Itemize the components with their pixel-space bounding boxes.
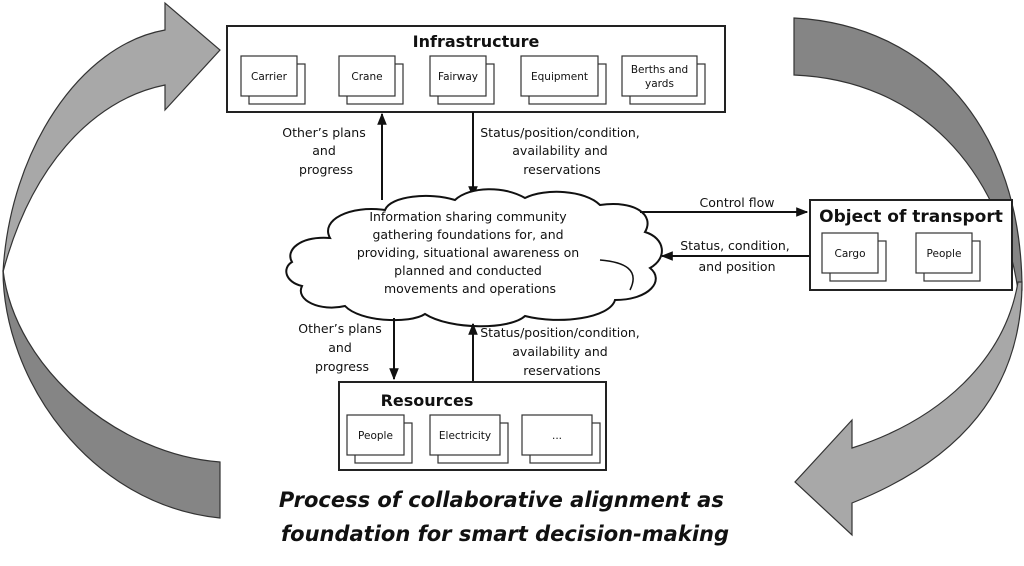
infrastructure-item-carrier: Carrier: [240, 55, 306, 105]
cloud-text: Information sharing community gathering …: [357, 209, 583, 296]
object-item-people: People: [915, 232, 981, 282]
caption: Process of collaborative alignment as fo…: [279, 488, 731, 546]
resource-item-electricity: Electricity: [429, 414, 509, 464]
resource-item-people: People: [346, 414, 413, 464]
label-others-plans-lower: Other’s plans and progress: [298, 321, 385, 374]
infrastructure-item-fairway: Fairway: [429, 55, 495, 105]
resources-box: Resources People Electricity...: [338, 381, 607, 471]
left-cycle-arrow-upper-head: [2, 1, 221, 273]
label-others-plans-upper: Other’s plans and progress: [282, 125, 369, 177]
infrastructure-item-equipment-label: Equipment: [531, 71, 588, 83]
infrastructure-item-crane-label: Crane: [351, 71, 382, 83]
object-item-people-label: People: [927, 248, 962, 260]
left-cycle-arrow: [2, 1, 221, 519]
resource-item-more: ...: [521, 414, 601, 464]
object-item-cargo-label: Cargo: [835, 248, 866, 260]
infrastructure-item-carrier-label: Carrier: [251, 71, 288, 83]
resource-item-people-label: People: [358, 430, 393, 442]
resources-title: Resources: [381, 391, 474, 410]
object-of-transport-box: Object of transport Cargo People: [809, 199, 1013, 291]
infrastructure-box: Infrastructure Carrier Crane Fairway Equipm…: [226, 25, 726, 113]
information-sharing-cloud: Information sharing community gathering …: [285, 188, 663, 328]
resource-item-more-label: ...: [552, 430, 562, 442]
label-status-condition: Status, condition, and position: [680, 238, 794, 274]
infrastructure-item-equipment: Equipment: [520, 55, 607, 105]
label-control-flow: Control flow: [700, 195, 775, 210]
label-status-lower: Status/position/condition, availability …: [480, 325, 644, 378]
object-of-transport-title: Object of transport: [819, 207, 1003, 227]
label-status-upper: Status/position/condition, availability …: [480, 125, 644, 177]
infrastructure-item-fairway-label: Fairway: [438, 71, 478, 83]
resource-item-electricity-label: Electricity: [439, 430, 491, 442]
left-cycle-arrow-lower-band: [2, 269, 221, 519]
infrastructure-title: Infrastructure: [413, 32, 540, 51]
right-cycle-arrow-lower-head: [794, 281, 1023, 537]
right-cycle-arrow: [793, 17, 1023, 537]
object-item-cargo: Cargo: [821, 232, 887, 282]
infrastructure-item-crane: Crane: [338, 55, 404, 105]
